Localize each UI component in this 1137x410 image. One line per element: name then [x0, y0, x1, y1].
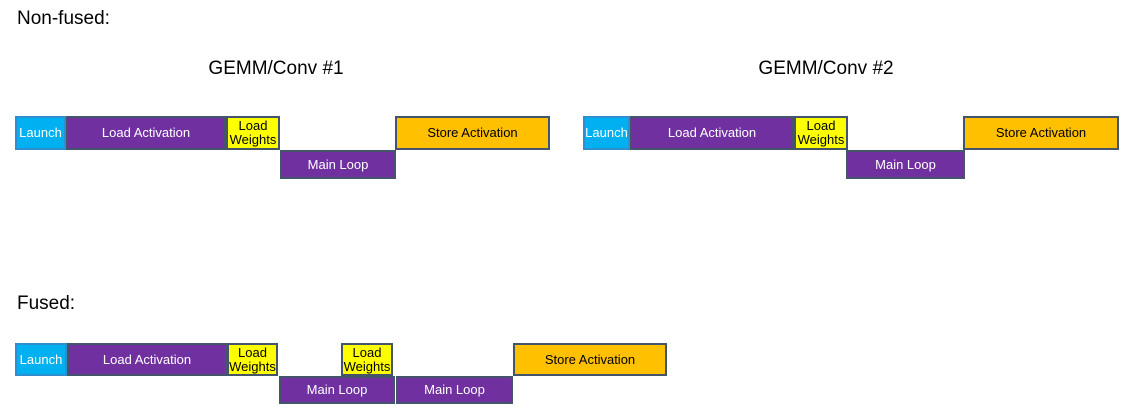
segment-label: Load Weights: [797, 118, 845, 147]
segment-label: Launch: [19, 351, 63, 367]
segment-label: Main Loop: [306, 382, 368, 398]
section-label-fused: Fused:: [17, 293, 76, 314]
segment-main-loop: Main Loop: [280, 150, 396, 179]
segment-label: Main Loop: [307, 156, 369, 172]
segment-load-activation: Load Activation: [66, 116, 226, 150]
segment-store-activation: Store Activation: [513, 343, 667, 376]
segment-load-activation: Load Activation: [630, 116, 794, 150]
segment-main-loop: Main Loop: [846, 150, 965, 179]
segment-label: Load Activation: [102, 351, 192, 367]
segment-load-activation: Load Activation: [67, 343, 227, 376]
segment-store-activation: Store Activation: [395, 116, 550, 150]
section-label-non-fused: Non-fused:: [17, 8, 110, 29]
segment-launch: Launch: [583, 116, 630, 150]
segment-label: Load Weights: [229, 118, 277, 147]
segment-label: Store Activation: [427, 125, 518, 141]
segment-store-activation: Store Activation: [963, 116, 1119, 150]
segment-load-weights: Load Weights: [227, 343, 278, 376]
segment-label: Main Loop: [875, 156, 936, 172]
segment-label: Load Activation: [667, 125, 757, 141]
group-title-gemm-conv-2: GEMM/Conv #2: [758, 58, 894, 79]
segment-load-weights: Load Weights: [226, 116, 280, 150]
segment-load-weights: Load Weights: [341, 343, 393, 376]
segment-label: Load Weights: [229, 344, 276, 374]
segment-label: Main Loop: [424, 382, 485, 398]
group-title-gemm-conv-1: GEMM/Conv #1: [208, 58, 344, 79]
segment-label: Launch: [19, 125, 62, 141]
segment-label: Store Activation: [544, 351, 636, 367]
segment-launch: Launch: [15, 343, 67, 376]
segment-launch: Launch: [15, 116, 66, 150]
segment-label: Launch: [585, 125, 628, 141]
segment-main-loop: Main Loop: [396, 376, 513, 404]
segment-label: Store Activation: [995, 125, 1087, 141]
segment-label: Load Weights: [343, 344, 391, 374]
segment-load-weights: Load Weights: [794, 116, 848, 150]
segment-label: Load Activation: [101, 125, 191, 141]
segment-main-loop: Main Loop: [279, 376, 395, 404]
